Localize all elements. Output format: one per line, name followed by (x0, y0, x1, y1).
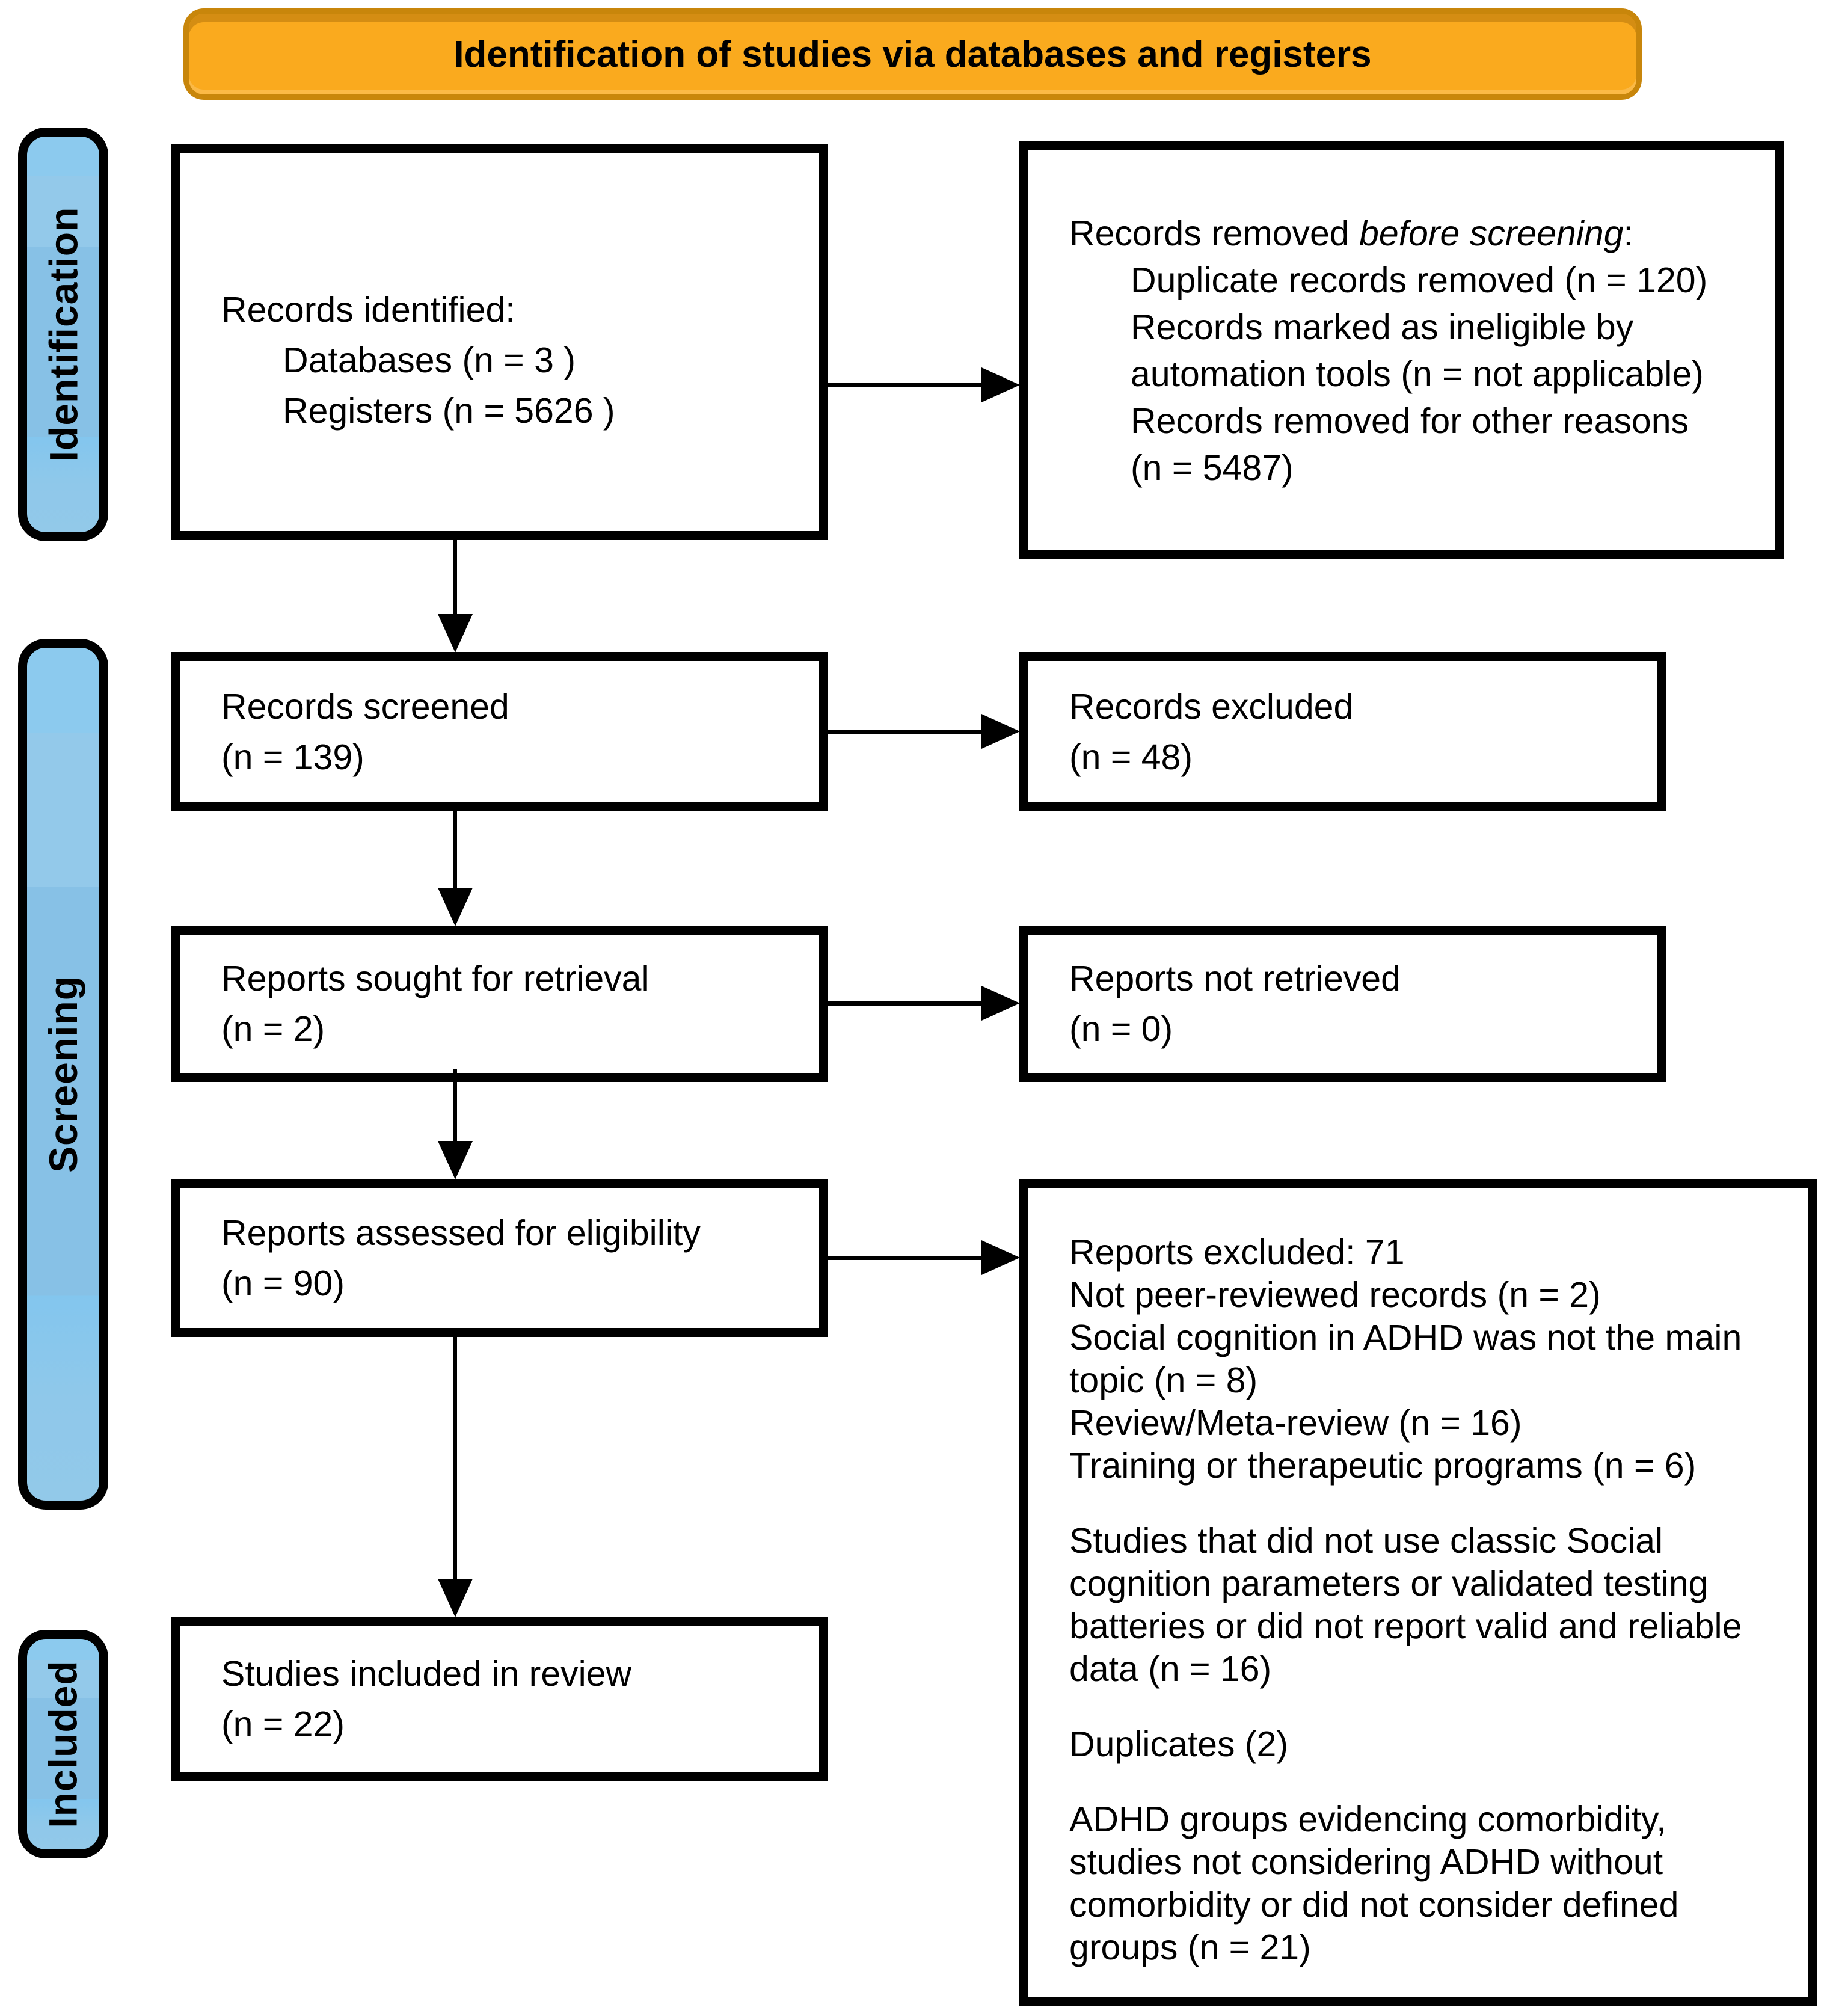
reports-assessed-line2: (n = 90) (221, 1263, 345, 1303)
records-removed-line4: Records removed for other reasons (1131, 401, 1689, 441)
stage-label-identification: Identification (18, 128, 108, 541)
box-reports-not-retrieved: Reports not retrieved (n = 0) (1019, 926, 1666, 1082)
box-reports-excluded-detail: Reports excluded: 71 Not peer-reviewed r… (1019, 1179, 1817, 2006)
box-studies-included: Studies included in review (n = 22) (171, 1617, 828, 1781)
excluded-detail-line: batteries or did not report valid and re… (1069, 1606, 1742, 1646)
arrow-assessed-to-included-head (438, 1579, 473, 1617)
excluded-detail-paragraph-1: Reports excluded: 71 Not peer-reviewed r… (1028, 1231, 1808, 1487)
records-removed-line5: (n = 5487) (1131, 447, 1294, 488)
arrow-sought-to-assessed-line (453, 1069, 457, 1143)
stage-label-included: Included (18, 1630, 108, 1858)
records-removed-lead-italic: before screening (1359, 213, 1624, 253)
records-identified-title: Records identified: (221, 290, 515, 330)
records-screened-line1: Records screened (221, 686, 509, 727)
records-screened-line2: (n = 139) (221, 737, 364, 777)
reports-sought-line2: (n = 2) (221, 1009, 325, 1049)
excluded-detail-line: studies not considering ADHD without (1069, 1842, 1663, 1882)
stage-label-included-text: Included (41, 1660, 86, 1828)
excluded-detail-paragraph-4: ADHD groups evidencing comorbidity, stud… (1028, 1798, 1808, 1969)
reports-not-retrieved-line2: (n = 0) (1069, 1009, 1173, 1049)
reports-assessed-line1: Reports assessed for eligibility (221, 1212, 701, 1253)
arrow-identified-to-screened-line (453, 540, 457, 616)
records-identified-registers: Registers (n = 5626 ) (283, 391, 615, 431)
box-reports-sought: Reports sought for retrieval (n = 2) (171, 926, 828, 1082)
excluded-detail-paragraph-3: Duplicates (2) (1028, 1723, 1808, 1766)
reports-sought-line1: Reports sought for retrieval (221, 959, 649, 998)
excluded-detail-line: topic (n = 8) (1069, 1360, 1258, 1400)
records-identified-databases: Databases (n = 3 ) (283, 340, 576, 380)
arrow-identified-to-screened-head (438, 614, 473, 653)
records-excluded-line1: Records excluded (1069, 686, 1354, 727)
arrow-screened-to-sought-line (453, 811, 457, 890)
stage-label-identification-text: Identification (41, 206, 86, 463)
arrow-assessed-to-included-line (453, 1337, 457, 1581)
arrow-screened-to-excluded-head (981, 714, 1020, 749)
stage-label-screening: Screening (18, 639, 108, 1510)
records-removed-title: Records removed before screening: (1028, 210, 1775, 257)
box-records-identified: Records identified: Databases (n = 3 ) R… (171, 144, 828, 540)
arrow-screened-to-excluded-line (828, 730, 983, 734)
arrow-sought-to-notretrieved-line (828, 1001, 983, 1006)
records-removed-line3: automation tools (n = not applicable) (1131, 354, 1704, 394)
arrow-identified-to-removed-line (828, 383, 983, 387)
excluded-detail-line: Training or therapeutic programs (n = 6) (1069, 1446, 1697, 1486)
box-records-removed: Records removed before screening: Duplic… (1019, 141, 1784, 559)
arrow-assessed-to-excldetail-head (981, 1240, 1020, 1275)
excluded-detail-line: comorbidity or did not consider defined (1069, 1885, 1679, 1925)
arrow-assessed-to-excldetail-line (828, 1256, 983, 1260)
stage-label-screening-text: Screening (41, 975, 86, 1173)
header-title: Identification of studies via databases … (453, 33, 1372, 75)
box-reports-assessed: Reports assessed for eligibility (n = 90… (171, 1179, 828, 1337)
excluded-detail-line: Duplicates (2) (1069, 1724, 1288, 1764)
box-records-screened: Records screened (n = 139) (171, 652, 828, 811)
records-excluded-line2: (n = 48) (1069, 737, 1193, 777)
arrow-identified-to-removed-head (981, 367, 1020, 402)
excluded-detail-line: Not peer-reviewed records (n = 2) (1069, 1275, 1601, 1315)
excluded-detail-line: cognition parameters or validated testin… (1069, 1564, 1709, 1603)
excluded-detail-line: data (n = 16) (1069, 1649, 1272, 1689)
excluded-detail-line: Studies that did not use classic Social (1069, 1521, 1663, 1561)
studies-included-line2: (n = 22) (221, 1704, 345, 1744)
records-removed-lead: Records removed (1069, 213, 1360, 253)
box-records-excluded: Records excluded (n = 48) (1019, 652, 1666, 811)
records-removed-line1: Duplicate records removed (n = 120) (1131, 260, 1708, 300)
excluded-detail-line: groups (n = 21) (1069, 1928, 1311, 1967)
header-banner: Identification of studies via databases … (183, 8, 1642, 100)
arrow-sought-to-notretrieved-head (981, 986, 1020, 1021)
records-removed-lead-tail: : (1623, 213, 1633, 253)
excluded-detail-line: Social cognition in ADHD was not the mai… (1069, 1318, 1742, 1357)
reports-not-retrieved-line1: Reports not retrieved (1069, 959, 1401, 998)
excluded-detail-paragraph-2: Studies that did not use classic Social … (1028, 1520, 1808, 1691)
excluded-detail-line: Reports excluded: 71 (1069, 1232, 1405, 1272)
studies-included-line1: Studies included in review (221, 1653, 632, 1694)
excluded-detail-line: Review/Meta-review (n = 16) (1069, 1403, 1522, 1443)
arrow-screened-to-sought-head (438, 888, 473, 926)
arrow-sought-to-assessed-head (438, 1141, 473, 1179)
records-removed-line2: Records marked as ineligible by (1131, 307, 1634, 347)
excluded-detail-line: ADHD groups evidencing comorbidity, (1069, 1799, 1666, 1839)
